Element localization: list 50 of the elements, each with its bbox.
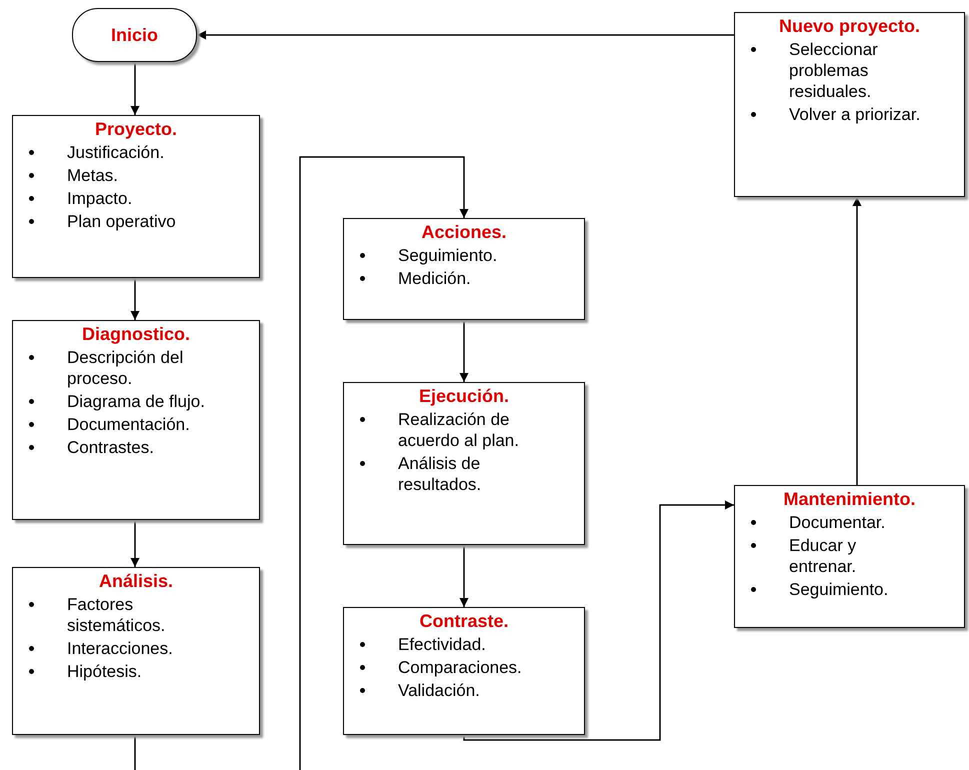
bullet-item: Descripción del proceso. (29, 347, 219, 389)
process-box (734, 12, 965, 197)
arrow (130, 62, 140, 115)
process-box (343, 382, 585, 545)
bullet-item: Contrastes. (29, 437, 219, 458)
bullet-item: Seleccionar problemas residuales. (751, 39, 924, 102)
bullet-item: Validación. (360, 680, 544, 701)
bullet-item: Comparaciones. (360, 657, 544, 678)
bullet-item: Plan operativo (29, 211, 219, 232)
bullet-item: Documentación. (29, 414, 219, 435)
bullet-item: Diagrama de flujo. (29, 391, 219, 412)
process-box (12, 115, 260, 278)
arrow (852, 197, 862, 485)
arrow (130, 278, 140, 320)
arrow (299, 156, 468, 770)
arrow (463, 500, 734, 741)
process-box (734, 485, 965, 628)
bullet-item: Medición. (360, 268, 544, 289)
box-heading: Ejecución. (418, 386, 510, 407)
bullet-item: Hipótesis. (29, 661, 219, 682)
process-box (343, 218, 585, 320)
box-heading: Proyecto. (94, 119, 178, 140)
process-box (12, 320, 260, 520)
bullet-item: Volver a priorizar. (751, 104, 924, 125)
arrow (460, 320, 468, 382)
bullet-item: Educar y entrenar. (751, 535, 924, 577)
box-heading: Nuevo proyecto. (778, 16, 922, 37)
box-heading: Acciones. (420, 222, 508, 243)
bullet-item: Seguimiento. (360, 245, 544, 266)
process-box (343, 607, 585, 735)
box-heading: Análisis. (98, 571, 174, 592)
bullet-item: Efectividad. (360, 634, 544, 655)
bullet-item: Metas. (29, 165, 219, 186)
bullet-item: Realización de acuerdo al plan. (360, 409, 544, 451)
start-terminal (72, 8, 197, 62)
bullet-item: Seguimiento. (751, 579, 924, 600)
bullet-item: Análisis de resultados. (360, 453, 544, 495)
arrow (130, 520, 140, 567)
bullet-item: Justificación. (29, 142, 219, 163)
bullet-item: Factores sistemáticos. (29, 594, 219, 636)
process-box (12, 567, 260, 735)
arrow (460, 545, 468, 607)
box-heading: Diagnostico. (80, 324, 191, 345)
bullet-item: Impacto. (29, 188, 219, 209)
box-heading: Inicio (110, 24, 158, 46)
box-heading: Mantenimiento. (782, 489, 916, 510)
bullet-item: Interacciones. (29, 638, 219, 659)
box-heading: Contraste. (418, 611, 510, 632)
bullet-item: Documentar. (751, 512, 924, 533)
arrow (197, 30, 734, 40)
